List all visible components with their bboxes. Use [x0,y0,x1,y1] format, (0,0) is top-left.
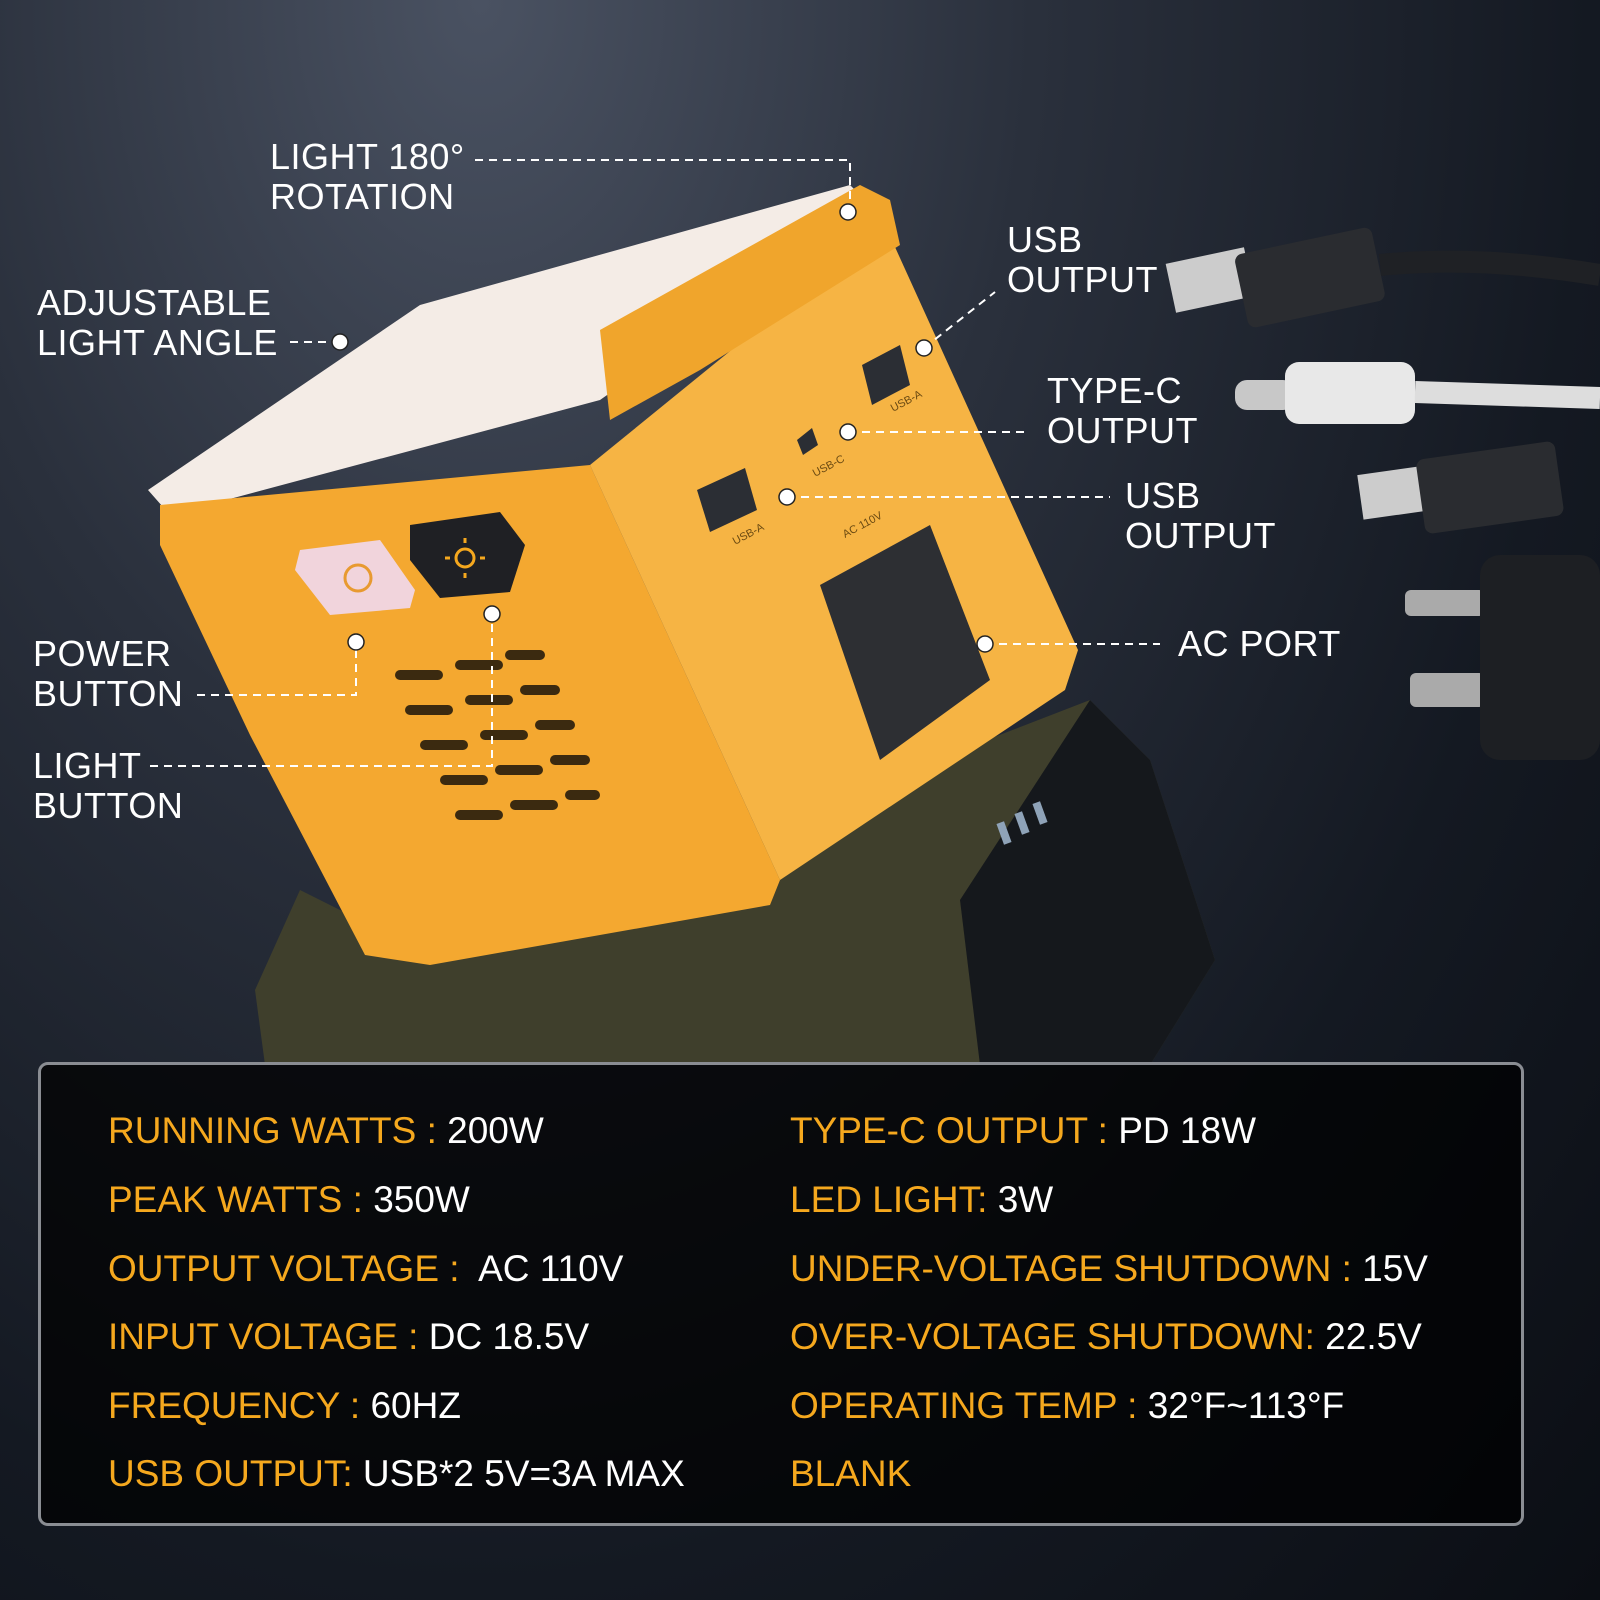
spec-key: PEAK WATTS : [108,1179,374,1220]
spec-key: OPERATING TEMP : [790,1385,1148,1426]
battery-base-side [960,700,1215,1065]
vent-grille [395,650,600,820]
spec-row: OPERATING TEMP : 32°F~113°F [790,1385,1344,1427]
callout-light-rotation: LIGHT 180°ROTATION [270,137,465,217]
callout-dots [331,203,994,653]
spec-value: 15V [1362,1248,1428,1289]
spec-value: AC 110V [478,1248,624,1289]
spec-key: INPUT VOLTAGE : [108,1316,429,1357]
callout-ac-port: AC PORT [1178,624,1341,664]
usb-a-cable-top [1165,227,1600,328]
callout-line: LIGHT 180° [270,136,465,177]
specs-panel: RUNNING WATTS : 200W PEAK WATTS : 350W O… [38,1062,1524,1526]
callout-line: LIGHT ANGLE [37,322,278,363]
spec-row: USB OUTPUT: USB*2 5V=3A MAX [108,1453,685,1495]
callout-line: TYPE-C [1047,370,1183,411]
usb-c-port [797,428,818,455]
callout-line: BUTTON [33,785,184,826]
spec-value: 200W [447,1110,544,1151]
usb-a-port-bottom [697,468,757,532]
spec-key: OUTPUT VOLTAGE : [108,1248,479,1289]
spec-row: LED LIGHT: 3W [790,1179,1053,1221]
spec-value: 350W [373,1179,470,1220]
power-button[interactable] [295,540,415,615]
battery-level-indicator [996,801,1048,845]
spec-row: BLANK [790,1453,911,1495]
light-button[interactable] [410,512,525,598]
callout-line: USB [1125,475,1201,516]
callout-line: OUTPUT [1007,259,1158,300]
callout-line: ADJUSTABLE [37,282,272,323]
device-right-face [590,225,1078,880]
usb-a-cable-bottom [1357,441,1564,534]
ac-plug [1405,555,1600,760]
spec-key: OVER-VOLTAGE SHUTDOWN: [790,1316,1326,1357]
spec-value: USB*2 5V=3A MAX [362,1453,685,1494]
spec-row: FREQUENCY : 60HZ [108,1385,461,1427]
callout-line: POWER [33,633,172,674]
spec-value: 22.5V [1325,1316,1422,1357]
light-panel [148,185,880,515]
callout-lines [150,159,1160,767]
spec-key: TYPE-C OUTPUT : [790,1110,1119,1151]
spec-value: 60HZ [370,1385,461,1426]
spec-value: DC 18.5V [428,1316,590,1357]
spec-row: OVER-VOLTAGE SHUTDOWN: 22.5V [790,1316,1422,1358]
ac-outlet[interactable] [820,525,990,760]
callout-line: LIGHT [33,745,142,786]
spec-key: BLANK [790,1453,912,1494]
sun-icon [445,538,485,578]
spec-row: TYPE-C OUTPUT : PD 18W [790,1110,1256,1152]
spec-row: RUNNING WATTS : 200W [108,1110,544,1152]
power-icon [343,563,373,593]
spec-key: UNDER-VOLTAGE SHUTDOWN : [790,1248,1363,1289]
spec-value: PD 18W [1118,1110,1256,1151]
usb-a-port-top [862,345,910,405]
usb-c-cable [1235,362,1600,424]
callout-line: OUTPUT [1047,410,1198,451]
spec-row: OUTPUT VOLTAGE : AC 110V [108,1248,623,1290]
spec-row: INPUT VOLTAGE : DC 18.5V [108,1316,589,1358]
spec-value: 32°F~113°F [1147,1385,1345,1426]
spec-value: 3W [997,1179,1054,1220]
spec-row: UNDER-VOLTAGE SHUTDOWN : 15V [790,1248,1428,1290]
callout-line: ROTATION [270,176,455,217]
spec-key: USB OUTPUT: [108,1453,363,1494]
callout-line: BUTTON [33,673,184,714]
callout-line: OUTPUT [1125,515,1276,556]
light-hinge [600,185,900,420]
callout-line: USB [1007,219,1083,260]
spec-key: RUNNING WATTS : [108,1110,448,1151]
callout-line: AC PORT [1178,623,1341,664]
spec-row: PEAK WATTS : 350W [108,1179,470,1221]
spec-key: FREQUENCY : [108,1385,371,1426]
spec-key: LED LIGHT: [790,1179,998,1220]
